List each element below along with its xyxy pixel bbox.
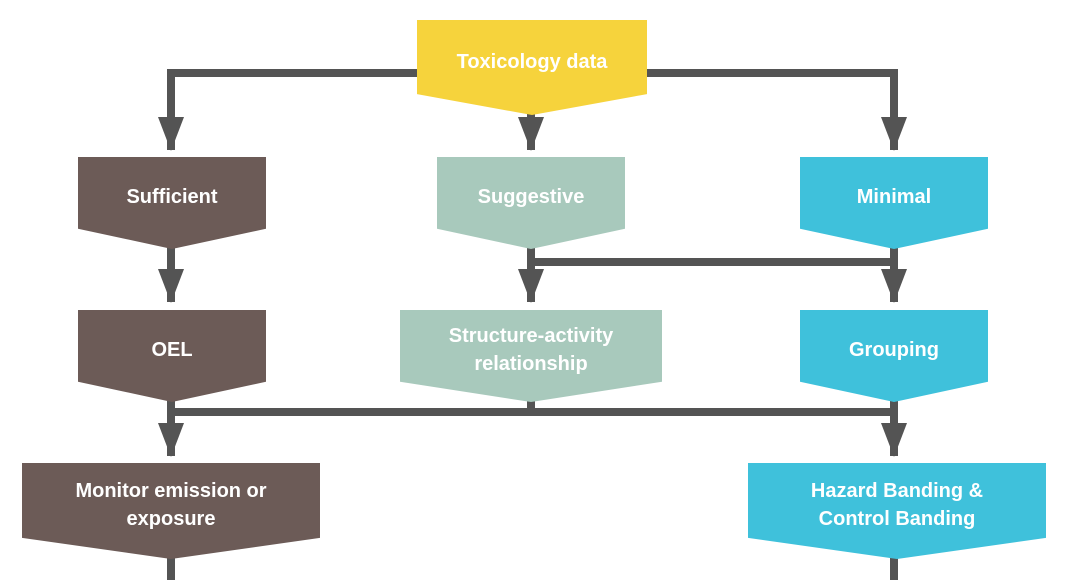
arrow-toxicology-to-minimal bbox=[645, 69, 907, 151]
node-monitor-emission: Monitor emission or exposure bbox=[22, 463, 320, 559]
node-toxicology-data: Toxicology data bbox=[417, 20, 647, 115]
node-label: Monitor emission or exposure bbox=[75, 480, 267, 530]
node-hazard-banding: Hazard Banding & Control Banding bbox=[748, 463, 1046, 559]
node-sufficient: Sufficient bbox=[78, 157, 266, 249]
node-minimal: Minimal bbox=[800, 157, 988, 249]
node-label: OEL bbox=[151, 339, 193, 361]
node-label: Hazard Banding & Control Banding bbox=[810, 480, 984, 530]
arrow-toxicology-to-sufficient bbox=[158, 69, 420, 151]
node-label: Structure-activity relationship bbox=[448, 325, 614, 375]
node-oel: OEL bbox=[78, 310, 266, 402]
node-label: Toxicology data bbox=[456, 50, 608, 73]
node-structure-activity-relationship: Structure-activity relationship bbox=[400, 310, 662, 402]
node-suggestive: Suggestive bbox=[437, 157, 625, 249]
node-grouping: Grouping bbox=[800, 310, 988, 402]
node-label: Sufficient bbox=[126, 186, 218, 208]
node-label: Grouping bbox=[849, 339, 939, 361]
node-label: Minimal bbox=[856, 186, 932, 208]
node-label: Suggestive bbox=[477, 186, 585, 208]
